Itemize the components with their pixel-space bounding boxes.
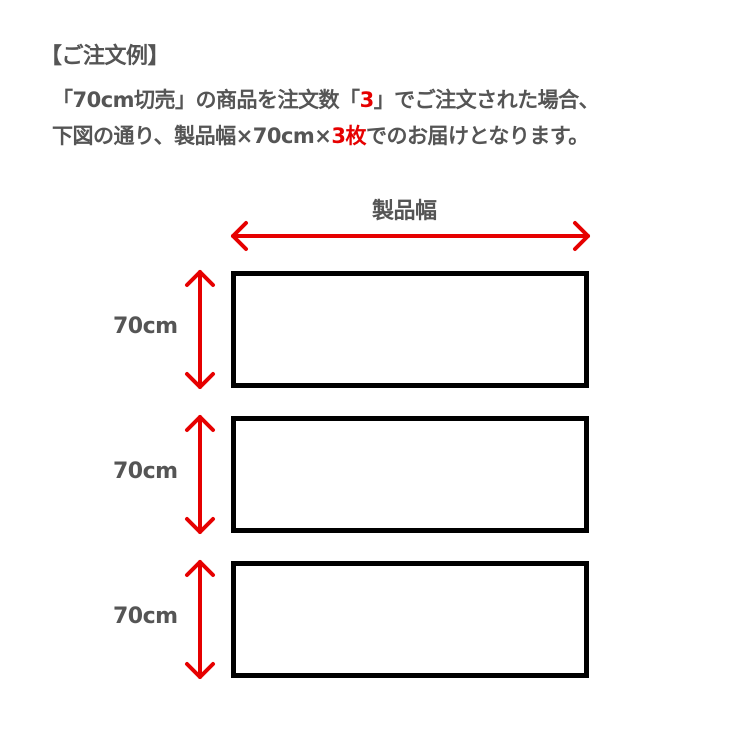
height-label-1: 70cm (113, 314, 178, 339)
height-arrow-icon-2 (185, 415, 215, 534)
height-arrow-icon-3 (185, 560, 215, 679)
heading: 【ご注文例】 (40, 44, 170, 69)
height-label-2: 70cm (113, 459, 178, 484)
description-line-1: 「70cm切売」の商品を注文数「3」でご注文された場合、 (52, 84, 600, 114)
sheet-box-2 (231, 416, 589, 533)
description-line-2: 下図の通り、製品幅×70cm×3枚でのお届けとなります。 (52, 120, 589, 150)
product-width-label: 製品幅 (372, 199, 437, 224)
line1-post: 」でご注文された場合、 (373, 88, 600, 112)
sheet-box-3 (231, 561, 589, 678)
sheet-box-1 (231, 271, 589, 388)
width-arrow-icon (231, 221, 590, 251)
height-arrow-icon-1 (185, 270, 215, 389)
height-label-3: 70cm (113, 604, 178, 629)
order-quantity: 3 (359, 88, 375, 112)
line2-post: でのお届けとなります。 (366, 124, 589, 148)
line2-pre: 下図の通り、製品幅×70cm× (52, 124, 332, 148)
sheet-count: 3枚 (331, 124, 367, 148)
line1-pre: 「70cm切売」の商品を注文数「 (52, 88, 360, 112)
